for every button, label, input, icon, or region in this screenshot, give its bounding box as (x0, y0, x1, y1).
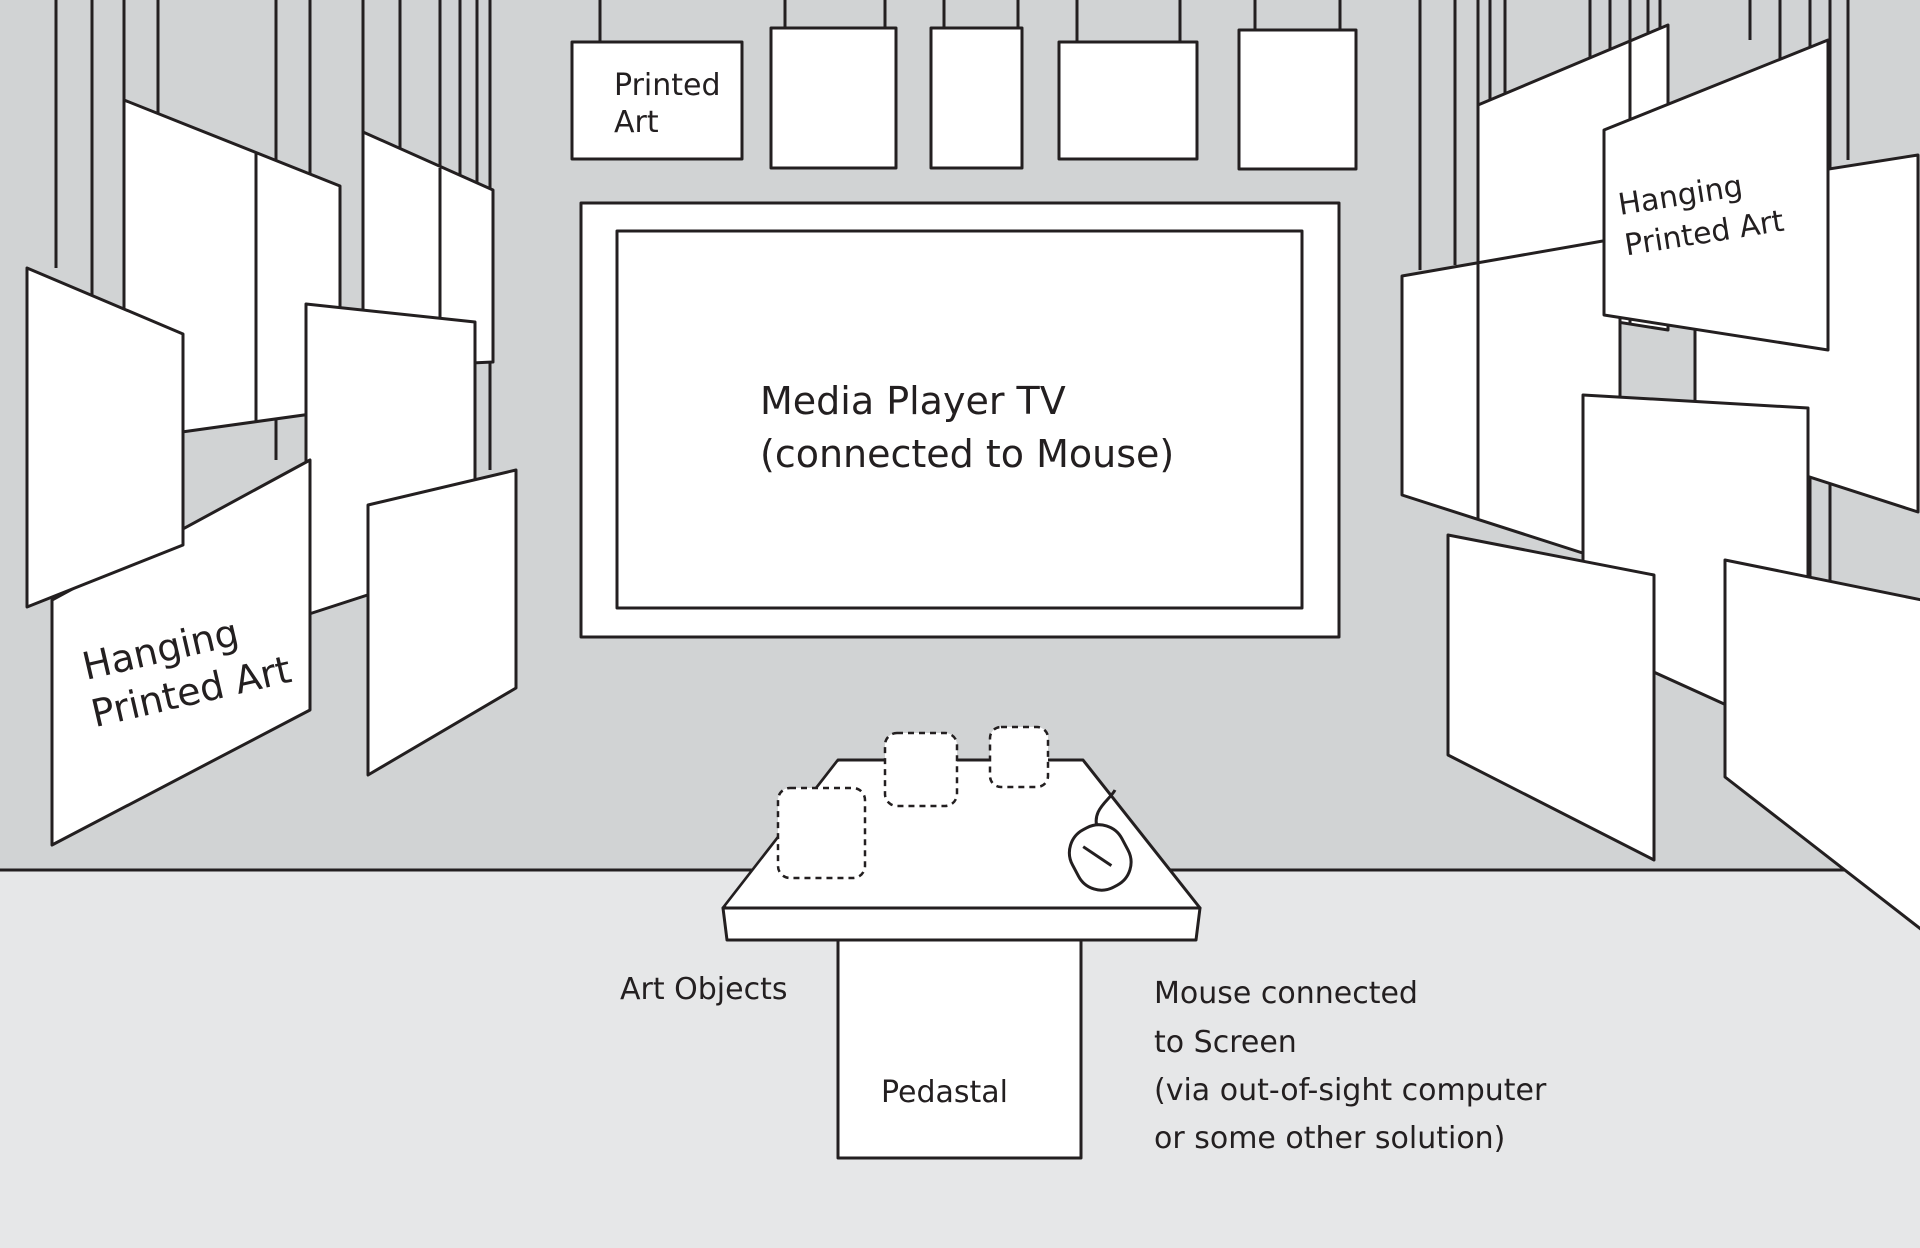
left-panel-2 (361, 130, 495, 370)
right-panel-5 (1446, 533, 1656, 862)
art-object-1 (776, 786, 867, 880)
left-panel-6 (25, 266, 185, 609)
mouse-connection-note: Mouse connected to Screen (via out-of-si… (1154, 976, 1556, 1156)
pedestal-label: Pedastal (881, 1075, 1008, 1110)
left-hanging-art (25, 0, 518, 847)
printed-art-frame (570, 40, 744, 161)
printed-art-label: Printed Art (614, 68, 730, 140)
media-player-tv-label: Media Player TV (connected to Mouse) (760, 379, 1174, 476)
pedestal-base (836, 923, 1083, 1160)
top-frame-4 (1057, 40, 1199, 161)
art-object-3 (988, 725, 1050, 789)
top-frames (570, 0, 1358, 171)
pedestal-front (721, 906, 1202, 942)
right-hanging-label-panel (1602, 38, 1830, 352)
left-panel-4 (366, 468, 518, 777)
top-frame-2 (769, 26, 898, 170)
media-player-tv (579, 201, 1341, 639)
left-panel-5 (50, 458, 312, 847)
top-frame-5 (1237, 28, 1358, 171)
pedestal (721, 725, 1202, 1160)
art-objects-label: Art Objects (620, 972, 788, 1007)
art-object-2 (883, 731, 959, 808)
right-hanging-art (1400, 0, 1920, 931)
right-panel-6 (1723, 558, 1920, 931)
top-frame-3 (929, 26, 1024, 170)
